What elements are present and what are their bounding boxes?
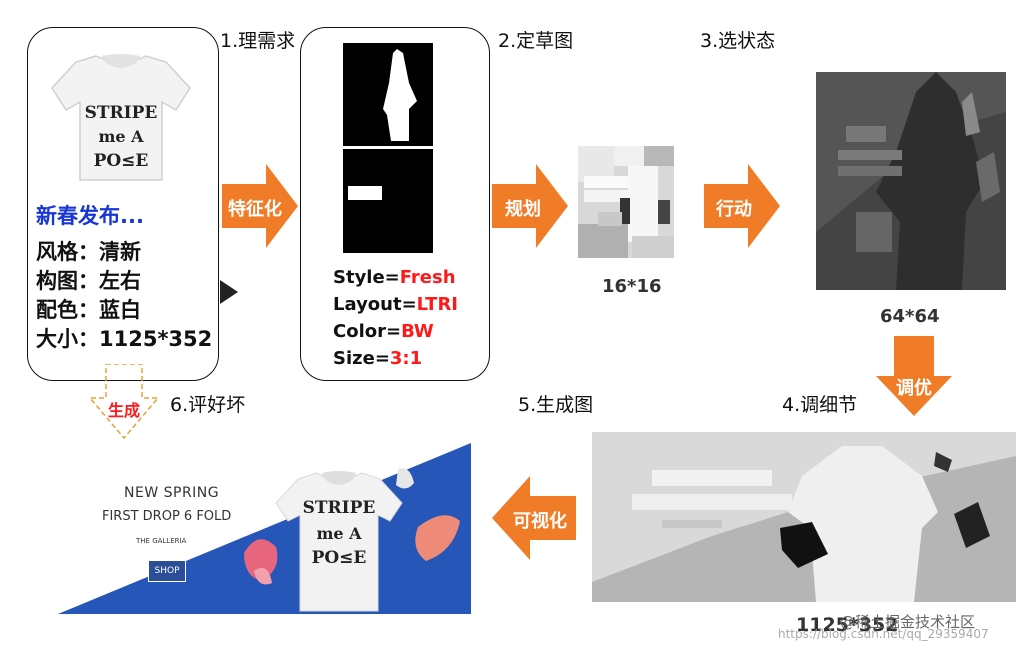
arrow-plan-label: 规划 <box>505 199 541 220</box>
param-size: Size=3:1 <box>333 348 423 369</box>
watermark-url: https://blog.csdn.net/qq_29359407 <box>778 627 989 641</box>
arrow-visualize-icon <box>492 476 576 560</box>
banner-subtitle: THE GALLERIA <box>136 537 187 545</box>
requirement-title: 新春发布... <box>36 204 144 228</box>
step-5-label: 5.生成图 <box>518 394 594 416</box>
step-4-label: 4.调细节 <box>782 394 858 416</box>
watermark: @稀土掘金技术社区 <box>840 613 976 631</box>
final-banner: STRIPE me A PO≤E NEW SPRING FIRST DROP 6… <box>58 443 471 614</box>
requirement-row-color: 配色：蓝白 <box>36 298 141 322</box>
param-style: Style=Fresh <box>333 267 456 288</box>
arrow-act-icon <box>704 164 780 248</box>
banner-shirt-line2: me A <box>316 524 362 543</box>
step-1-label: 1.理需求 <box>220 30 296 52</box>
requirement-row-layout: 构图：左右 <box>36 269 141 293</box>
arrow-plan-icon <box>492 164 568 248</box>
arrow-visualize-label: 可视化 <box>513 511 567 532</box>
state-64-size-label: 64*64 <box>880 306 940 327</box>
arrow-generate-icon <box>88 364 160 440</box>
banner-shirt-line3: PO≤E <box>312 548 367 568</box>
arrow-feature-label: 特征化 <box>228 199 282 220</box>
state-16-size-label: 16*16 <box>602 276 662 297</box>
banner-background: STRIPE me A PO≤E <box>58 443 471 614</box>
arrow-tune-label: 调优 <box>896 378 932 399</box>
petal-right-icon <box>415 515 460 561</box>
step-3-label: 3.选状态 <box>700 30 776 52</box>
param-color: Color=BW <box>333 321 434 342</box>
requirement-row-style: 风格：清新 <box>36 240 141 264</box>
banner-headline-2: FIRST DROP 6 FOLD <box>102 509 232 524</box>
sketch-image <box>343 43 433 253</box>
detail-size-label: 1125*352 <box>796 614 899 636</box>
tshirt-text-line1: STRIPE <box>85 103 158 123</box>
tshirt-text-line3: PO≤E <box>94 151 149 171</box>
step-2-label: 2.定草图 <box>498 30 574 52</box>
tshirt-text-line2: me A <box>98 127 144 146</box>
step-6-label: 6.评好坏 <box>170 394 246 416</box>
detail-image <box>592 432 1016 602</box>
arrow-tune-icon <box>876 336 952 416</box>
arrow-generate-label: 生成 <box>107 401 140 420</box>
requirement-list: 风格：清新 构图：左右 配色：蓝白 大小：1125*352 <box>36 238 212 354</box>
banner-shirt-line1: STRIPE <box>303 498 376 518</box>
arrow-feature-icon <box>222 164 298 248</box>
param-layout: Layout=LTRI <box>333 294 458 315</box>
sketch-box: Style=Fresh Layout=LTRI Color=BW Size=3:… <box>300 27 490 381</box>
banner-shop-button[interactable]: SHOP <box>148 560 186 582</box>
tshirt-image: STRIPE me A PO≤E <box>51 54 191 181</box>
flower-petal-icon <box>244 539 278 581</box>
banner-headline-1: NEW SPRING <box>124 485 220 501</box>
state-64-image <box>816 72 1006 290</box>
state-16-image <box>578 146 674 258</box>
pointer-triangle-icon <box>220 280 238 304</box>
requirement-row-size: 大小：1125*352 <box>36 327 213 351</box>
requirement-box: STRIPE me A PO≤E 新春发布... 风格：清新 构图：左右 配色：… <box>27 27 219 381</box>
petal-top-icon <box>396 468 414 489</box>
arrow-act-label: 行动 <box>716 199 752 220</box>
sketch-params: Style=Fresh Layout=LTRI Color=BW Size=3:… <box>333 264 458 372</box>
